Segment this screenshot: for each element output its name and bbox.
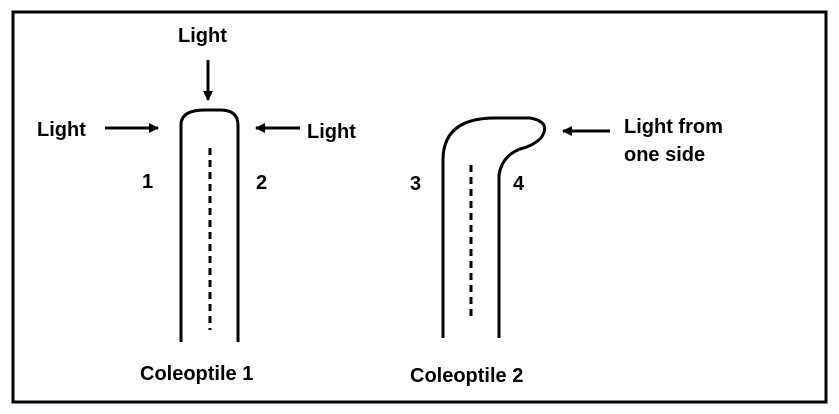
coleoptile-2-outline [441,116,547,338]
caption-coleoptile-2: Coleoptile 2 [410,365,524,387]
light-right-label: Light [307,121,356,143]
light-left-label: Light [37,119,86,141]
coleoptile-1 [179,108,240,342]
light-one-side-label-line1: Light from [624,116,723,138]
coleoptile-2 [441,116,547,338]
light-one-side-label-line2: one side [624,144,706,166]
light-top-label: Light [178,25,227,47]
side-label-2: 2 [256,172,268,194]
side-label-4: 4 [513,173,525,195]
side-label-3: 3 [410,173,422,195]
coleoptile-1-outline [179,108,240,342]
caption-coleoptile-1: Coleoptile 1 [140,363,254,385]
diagram-border [11,10,828,404]
side-label-1: 1 [142,171,154,193]
